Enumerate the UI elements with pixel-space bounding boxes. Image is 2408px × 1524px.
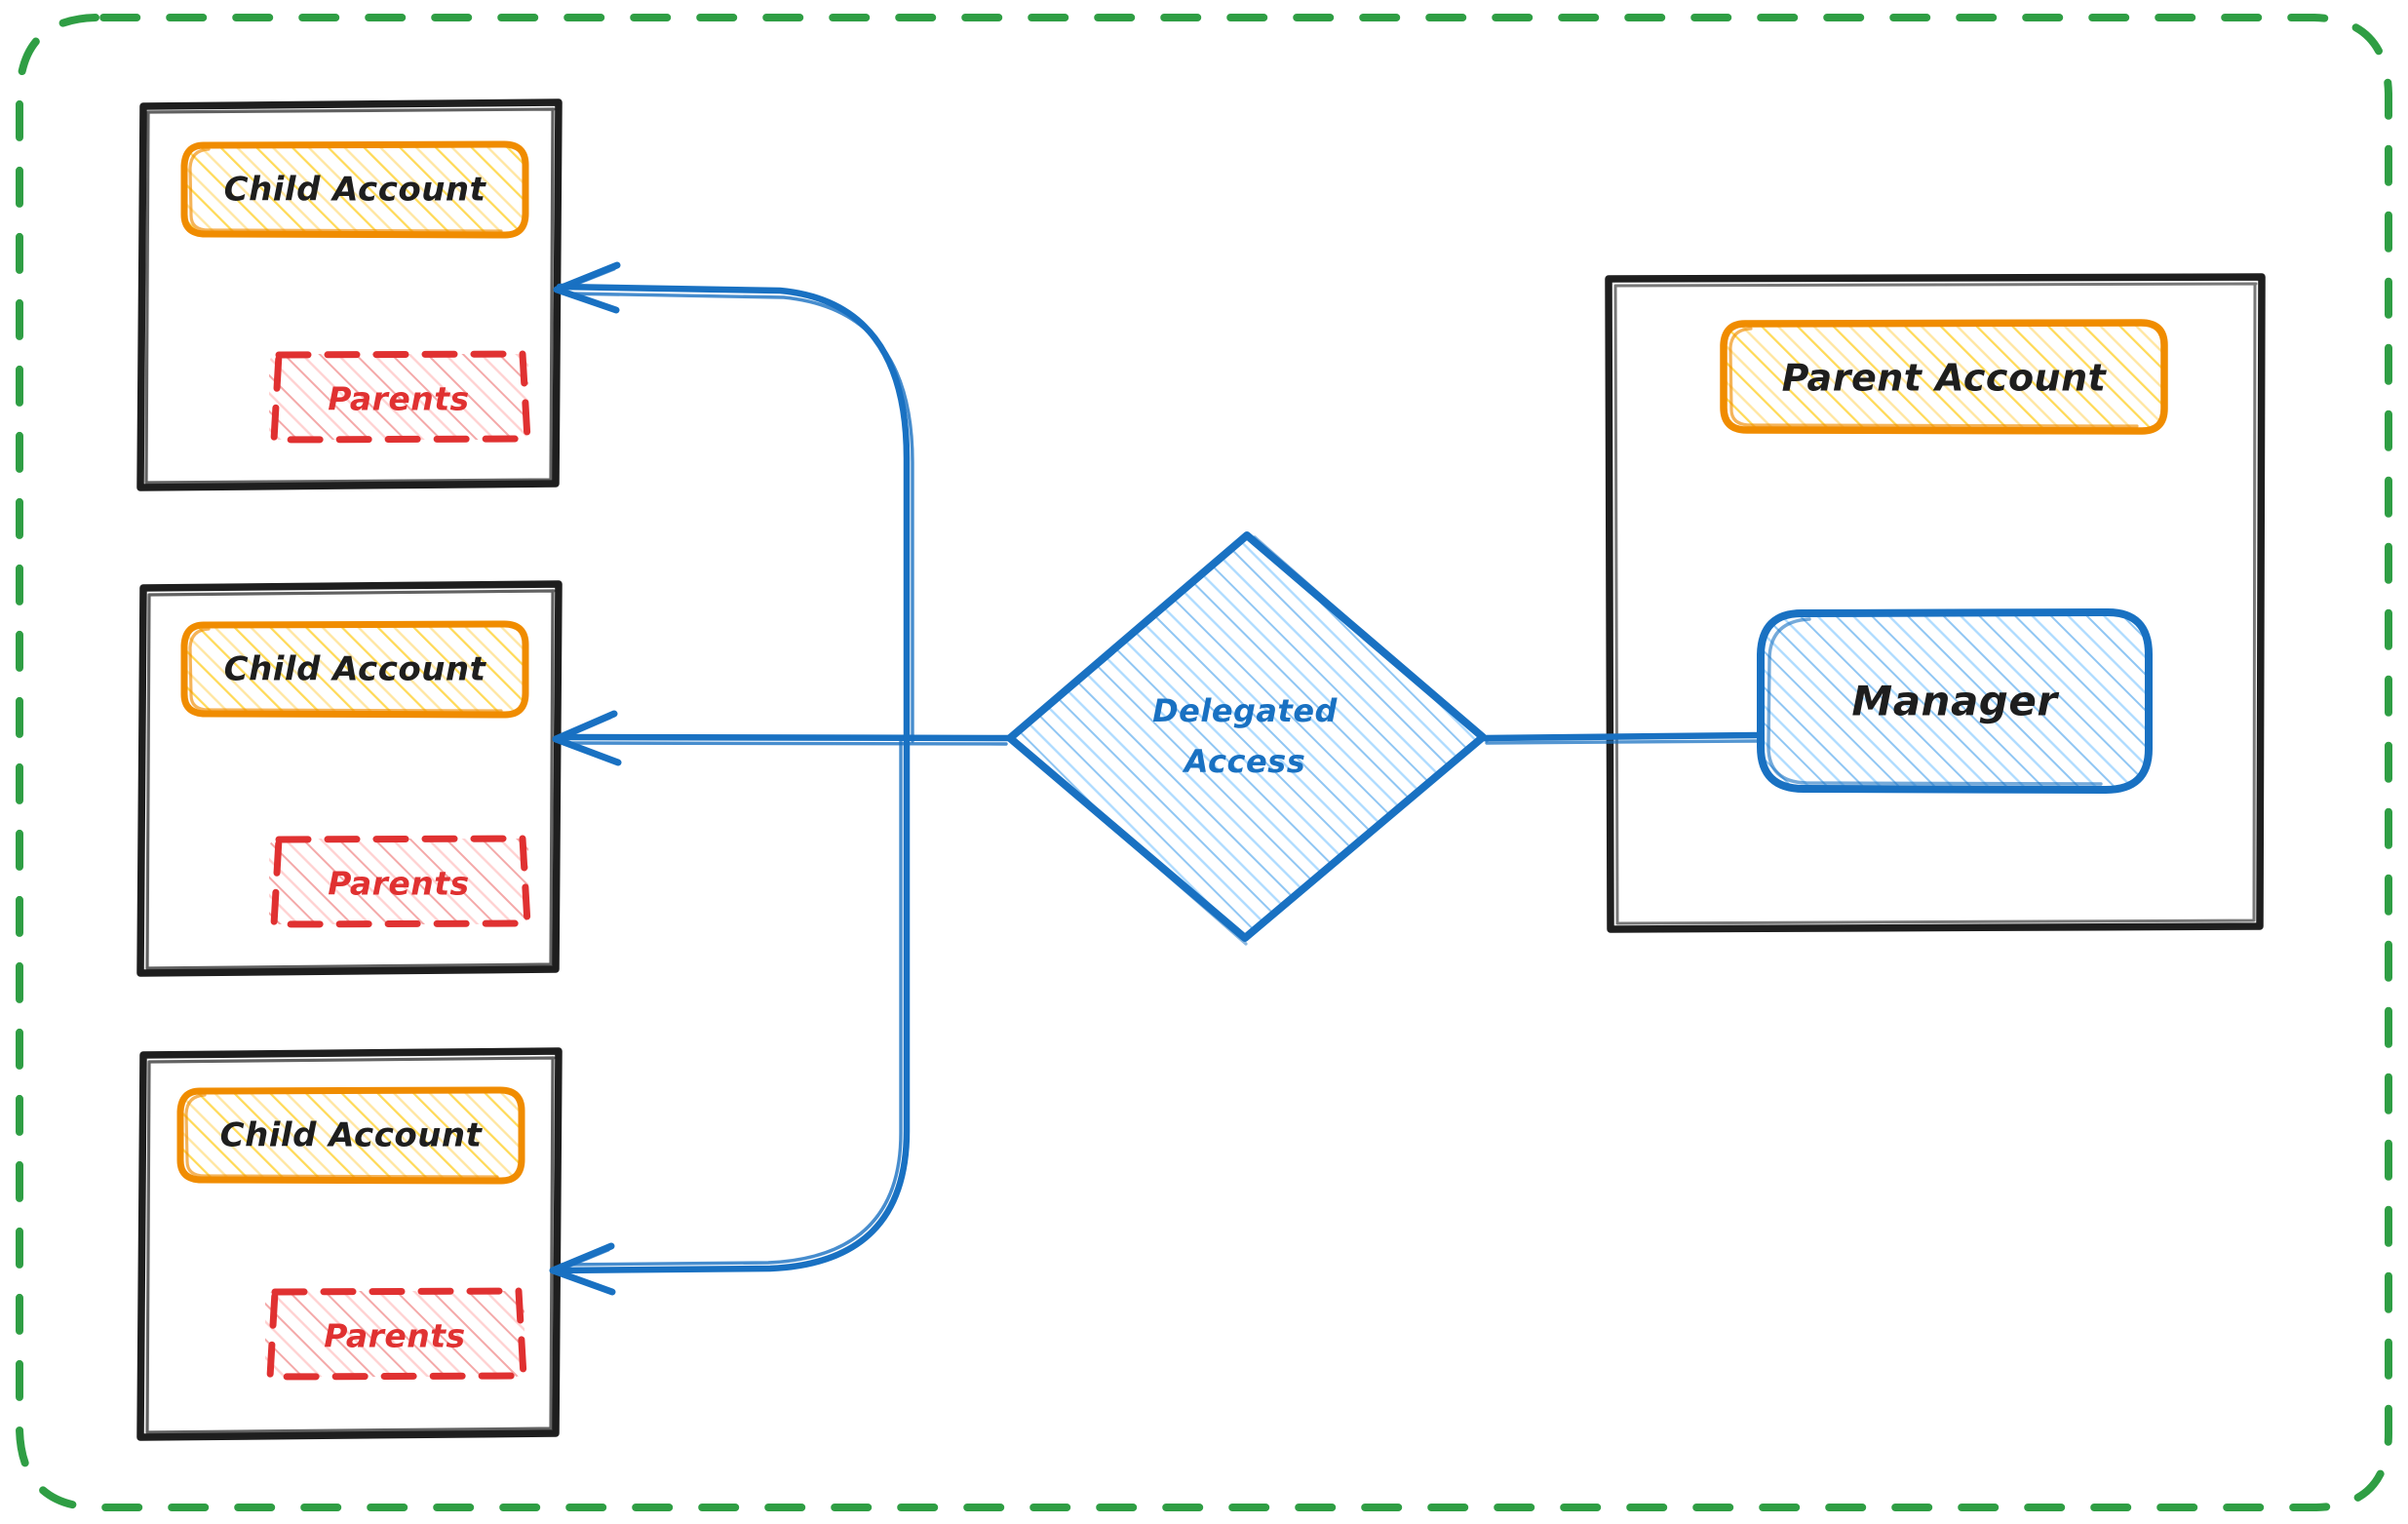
parent-account-label: Parent Account [1782,357,2108,400]
parent-panel[interactable]: Parent Account Manager [1605,273,2266,933]
parents-box-1[interactable]: Parents [269,350,531,444]
child-account-box-1[interactable]: Child Account [180,140,529,239]
child-account-label-1: Child Account [224,171,487,210]
child-account-label-2: Child Account [224,650,487,689]
arrow-to-child-panel-1 [553,261,914,743]
parents-label-2: Parents [328,865,469,903]
delegated-access-label-line1: Delegated [1152,692,1338,729]
parents-box-3[interactable]: Parents [265,1287,527,1381]
parents-box-2[interactable]: Parents [269,835,531,928]
delegated-access-diamond[interactable]: Delegated Access [1006,531,1489,946]
outer-boundary [16,14,2392,1511]
arrow-to-child-panel-2 [552,710,1013,766]
child-panel-1[interactable]: Child Account Parents [136,98,563,491]
manager-box[interactable]: Manager [1757,608,2153,794]
child-panel-3[interactable]: Child Account Parents [136,1047,563,1441]
child-panel-2[interactable]: Child Account Parents [136,580,563,977]
child-account-label-3: Child Account [220,1116,484,1155]
manager-label: Manager [1851,678,2059,725]
parents-label-1: Parents [328,380,469,418]
arrow-to-child-panel-3 [549,734,911,1296]
child-account-box-3[interactable]: Child Account [176,1086,525,1185]
parents-label-3: Parents [324,1317,465,1355]
parent-account-box[interactable]: Parent Account [1720,319,2168,435]
connector-manager-to-diamond [1479,731,1765,745]
delegated-access-label-line2: Access [1182,743,1306,780]
child-account-box-2[interactable]: Child Account [180,620,529,719]
